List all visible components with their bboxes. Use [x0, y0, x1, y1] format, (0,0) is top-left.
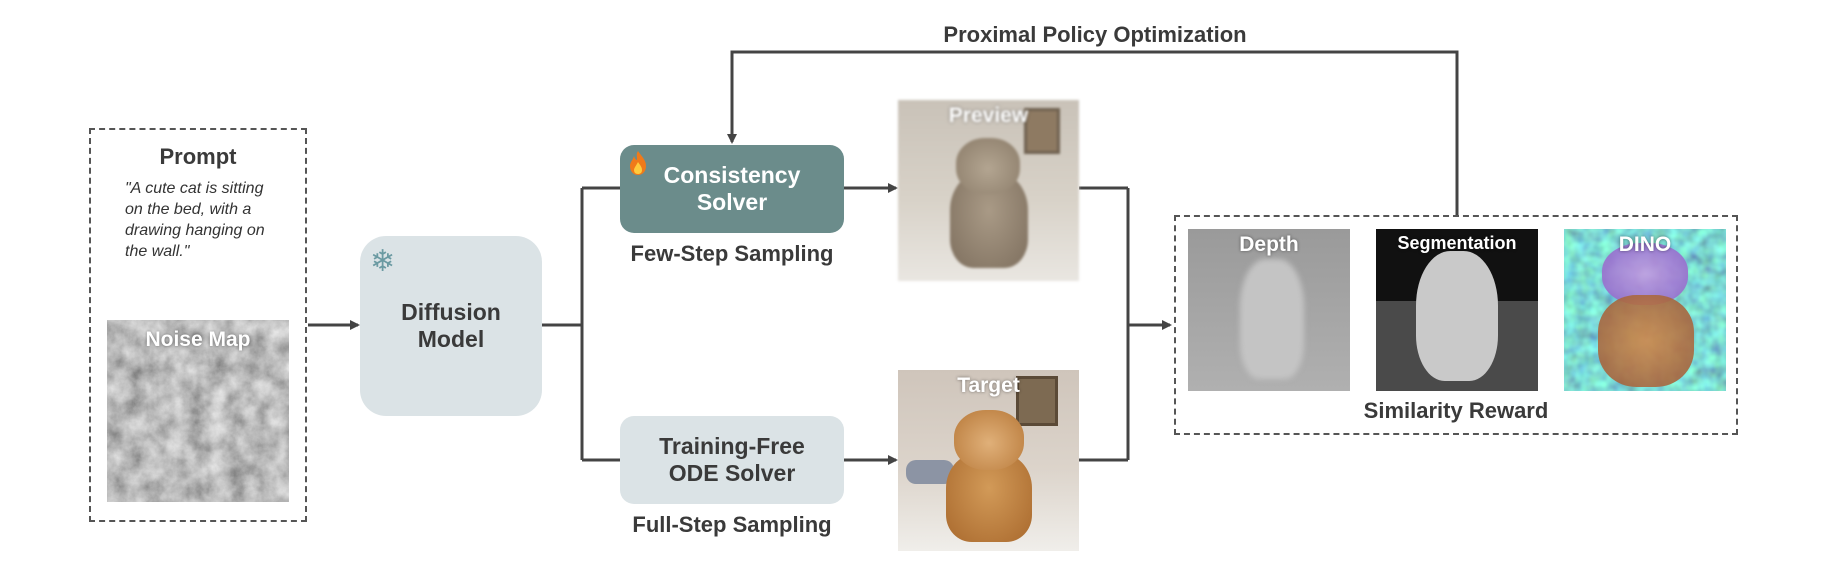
ppo-feedback-arrow — [727, 50, 1459, 215]
target-label: Target — [957, 374, 1020, 397]
ode-solver-label: Training-Free ODE Solver — [659, 433, 805, 486]
preview-image: Preview — [898, 100, 1079, 281]
depth-label: Depth — [1239, 233, 1299, 256]
diffusion-model-node: Diffusion Model — [360, 236, 542, 416]
ode-solver-node: Training-Free ODE Solver — [620, 416, 844, 504]
preview-frame — [1024, 108, 1060, 154]
segmentation-silhouette — [1416, 251, 1498, 381]
dino-label: DINO — [1618, 233, 1672, 256]
preview-label: Preview — [948, 104, 1029, 127]
target-cat-head — [954, 410, 1024, 470]
similarity-reward-caption: Similarity Reward — [1363, 398, 1549, 423]
ppo-title: Proximal Policy Optimization — [943, 22, 1247, 47]
prompt-heading: Prompt — [159, 144, 237, 169]
noise-map-label: Noise Map — [145, 328, 251, 351]
dino-head-blob — [1602, 243, 1688, 305]
reward-panel — [1174, 215, 1738, 435]
few-step-caption: Few-Step Sampling — [630, 241, 834, 266]
fire-icon — [628, 150, 648, 176]
target-frame — [1016, 376, 1058, 426]
snowflake-icon: ❄ — [370, 245, 396, 278]
target-image: Target — [898, 370, 1079, 551]
segmentation-label: Segmentation — [1397, 233, 1517, 253]
noise-map-image: Noise Map — [107, 320, 289, 502]
prompt-panel — [89, 128, 307, 522]
consistency-solver-label: Consistency Solver — [663, 162, 801, 215]
dino-body-blob — [1598, 295, 1694, 387]
segmentation-map-image: Segmentation — [1376, 229, 1538, 391]
depth-map-image: Depth — [1188, 229, 1350, 391]
dino-map-image: DINO — [1564, 229, 1726, 391]
preview-cat-head — [956, 138, 1020, 194]
consistency-solver-node: Consistency Solver — [620, 145, 844, 233]
depth-silhouette — [1240, 259, 1304, 379]
full-step-caption: Full-Step Sampling — [632, 512, 832, 537]
diffusion-model-label: Diffusion Model — [401, 299, 501, 352]
prompt-text: "A cute cat is sitting on the bed, with … — [125, 180, 265, 260]
